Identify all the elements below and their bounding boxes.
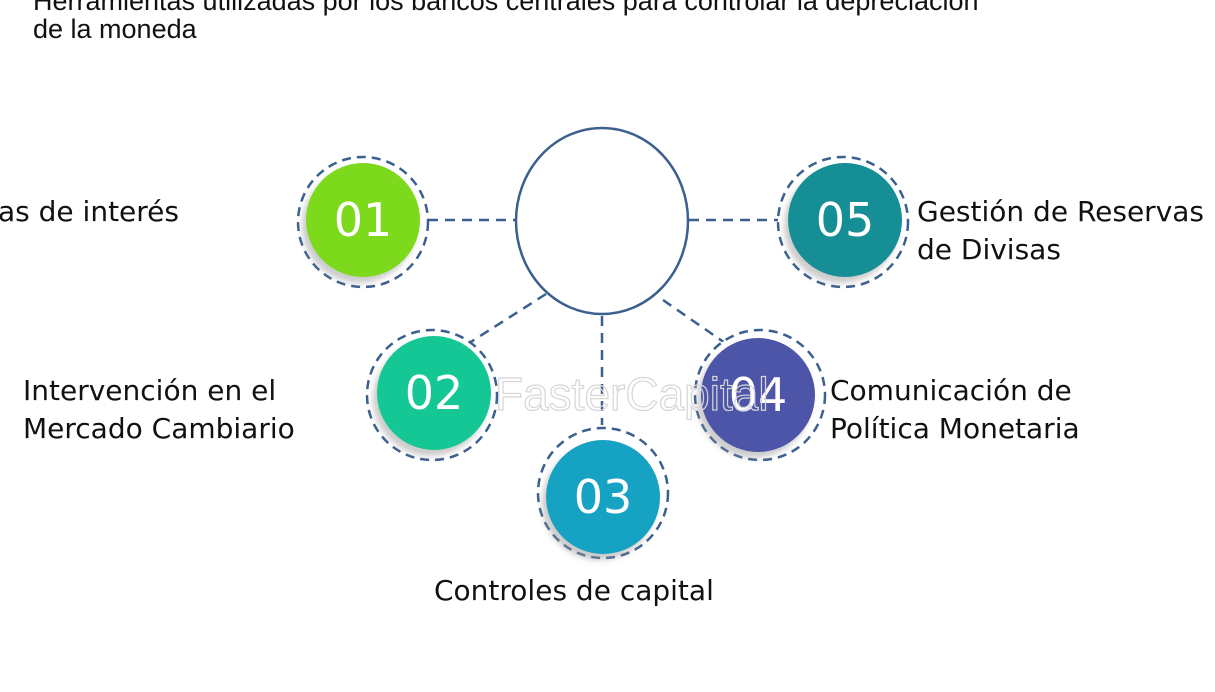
item-05-label-line-2: de Divisas <box>917 233 1061 266</box>
connector-04 <box>662 298 729 347</box>
item-01-label-line: as de interés <box>0 195 179 228</box>
item-01-number: 01 <box>334 193 393 247</box>
item-02-number: 02 <box>405 366 464 420</box>
item-04-node: 04 <box>693 328 827 462</box>
item-05-label-line-1: Gestión de Reservas <box>917 195 1205 228</box>
item-05-number: 05 <box>816 193 875 247</box>
item-01-node: 01 <box>296 155 430 289</box>
item-03-label: Controles de capital <box>434 572 714 610</box>
item-04-label: Comunicación de Política Monetaria <box>830 372 1080 448</box>
item-04-label-line-1: Comunicación de <box>830 374 1072 407</box>
item-02-label-line-1: Intervención en el <box>23 374 277 407</box>
item-02-label: Intervención en el Mercado Cambiario <box>23 372 295 448</box>
title-line-2: de la moneda <box>33 14 197 44</box>
item-03-label-line: Controles de capital <box>434 574 714 607</box>
item-01-label: as de interés <box>0 193 179 231</box>
center-circle <box>514 126 690 316</box>
item-03-node: 03 <box>536 426 670 560</box>
item-04-number: 04 <box>729 368 788 422</box>
item-05-label: Gestión de Reservas de Divisas <box>917 193 1204 269</box>
item-03-number: 03 <box>574 470 633 524</box>
item-04-label-line-2: Política Monetaria <box>830 412 1080 445</box>
connector-02 <box>465 292 547 347</box>
item-02-label-line-2: Mercado Cambiario <box>23 412 295 445</box>
item-02-node: 02 <box>365 328 499 462</box>
title-line-1: Herramientas utilizadas por los bancos c… <box>33 0 979 16</box>
watermark-logo: FasterCapital <box>495 368 769 420</box>
item-05-node: 05 <box>776 155 910 289</box>
